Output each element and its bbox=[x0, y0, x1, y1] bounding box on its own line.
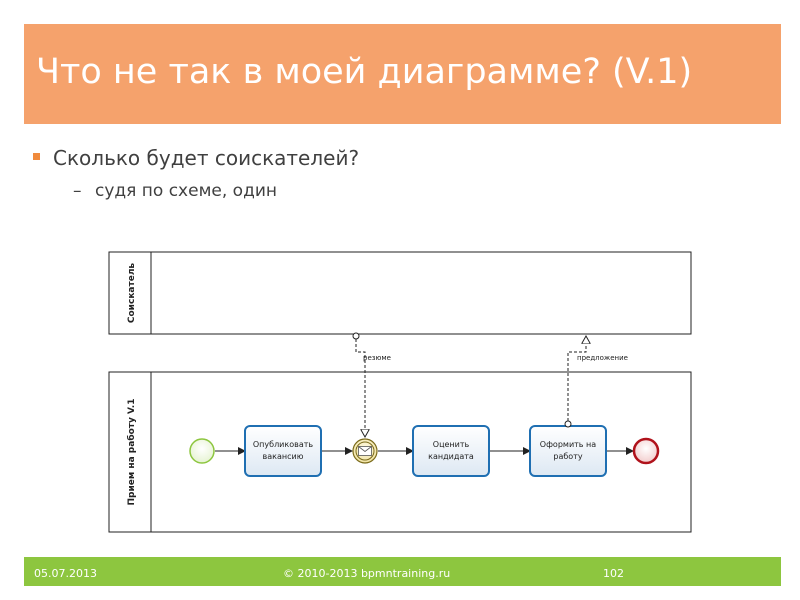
task-hire-line1: Оформить на bbox=[540, 440, 596, 449]
footer-date: 05.07.2013 bbox=[34, 567, 97, 580]
envelope-icon bbox=[358, 446, 372, 456]
slide-title: Что не так в моей диаграмме? (V.1) bbox=[36, 52, 693, 92]
sub-bullet-dash: – bbox=[73, 181, 82, 201]
task-publish-line1: Опубликовать bbox=[253, 440, 314, 449]
task-evaluate-line1: Оценить bbox=[433, 440, 470, 449]
task-evaluate-line2: кандидата bbox=[428, 452, 474, 461]
task-publish-line2: вакансию bbox=[263, 452, 304, 461]
task-evaluate-candidate: Оценить кандидата bbox=[412, 425, 490, 477]
footer-page-number: 102 bbox=[603, 567, 624, 580]
task-hire-line2: работу bbox=[553, 452, 582, 461]
message-catch-event bbox=[352, 438, 378, 464]
message-offer-label: предложение bbox=[577, 354, 628, 362]
sub-bullet-answer: судя по схеме, один bbox=[95, 181, 277, 201]
pool-applicant: Соискатель bbox=[108, 251, 692, 335]
start-event bbox=[189, 438, 215, 464]
footer-copyright: © 2010-2013 bpmntraining.ru bbox=[283, 567, 451, 580]
message-flow-resume: резюме bbox=[352, 332, 391, 437]
pool-applicant-label: Соискатель bbox=[127, 263, 137, 324]
bullet-question: Сколько будет соискателей? bbox=[53, 146, 360, 170]
task-hire: Оформить на работу bbox=[529, 425, 607, 477]
end-event bbox=[632, 437, 660, 465]
title-bar bbox=[24, 24, 781, 124]
task-publish-vacancy: Опубликовать вакансию bbox=[244, 425, 322, 477]
message-flow-offer: предложение bbox=[564, 336, 628, 428]
message-resume-label: резюме bbox=[363, 354, 391, 362]
pool-hiring-label: Прием на работу V.1 bbox=[126, 399, 137, 506]
bullet-marker bbox=[33, 153, 40, 160]
footer-bar bbox=[24, 557, 781, 586]
